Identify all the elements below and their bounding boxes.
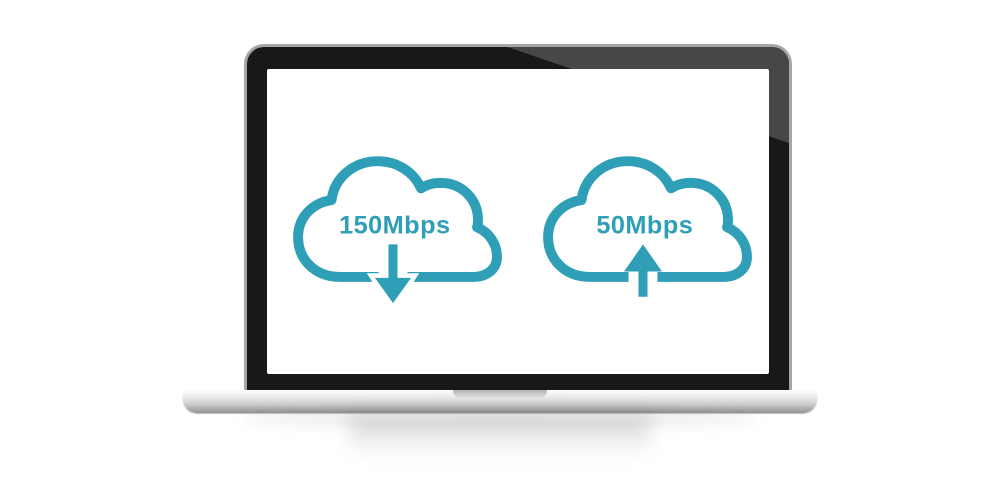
cloud-download-icon: 150Mbps	[293, 155, 502, 313]
base-notch	[453, 390, 547, 399]
cloud-upload-icon: 50Mbps	[543, 155, 752, 300]
laptop-screen-bezel: 150Mbps 50Mbps	[244, 44, 792, 390]
upload-arrow-icon	[624, 243, 662, 271]
laptop-shadow	[240, 414, 760, 423]
screen: 150Mbps 50Mbps	[267, 69, 769, 374]
laptop-base	[183, 390, 817, 413]
cloud-outline	[543, 155, 752, 282]
download-speed-label: 150Mbps	[339, 211, 450, 239]
laptop-reflection	[350, 416, 650, 464]
upload-speed-label: 50Mbps	[596, 211, 693, 239]
cloud-outline	[293, 155, 502, 282]
download-arrow-icon	[374, 277, 412, 303]
